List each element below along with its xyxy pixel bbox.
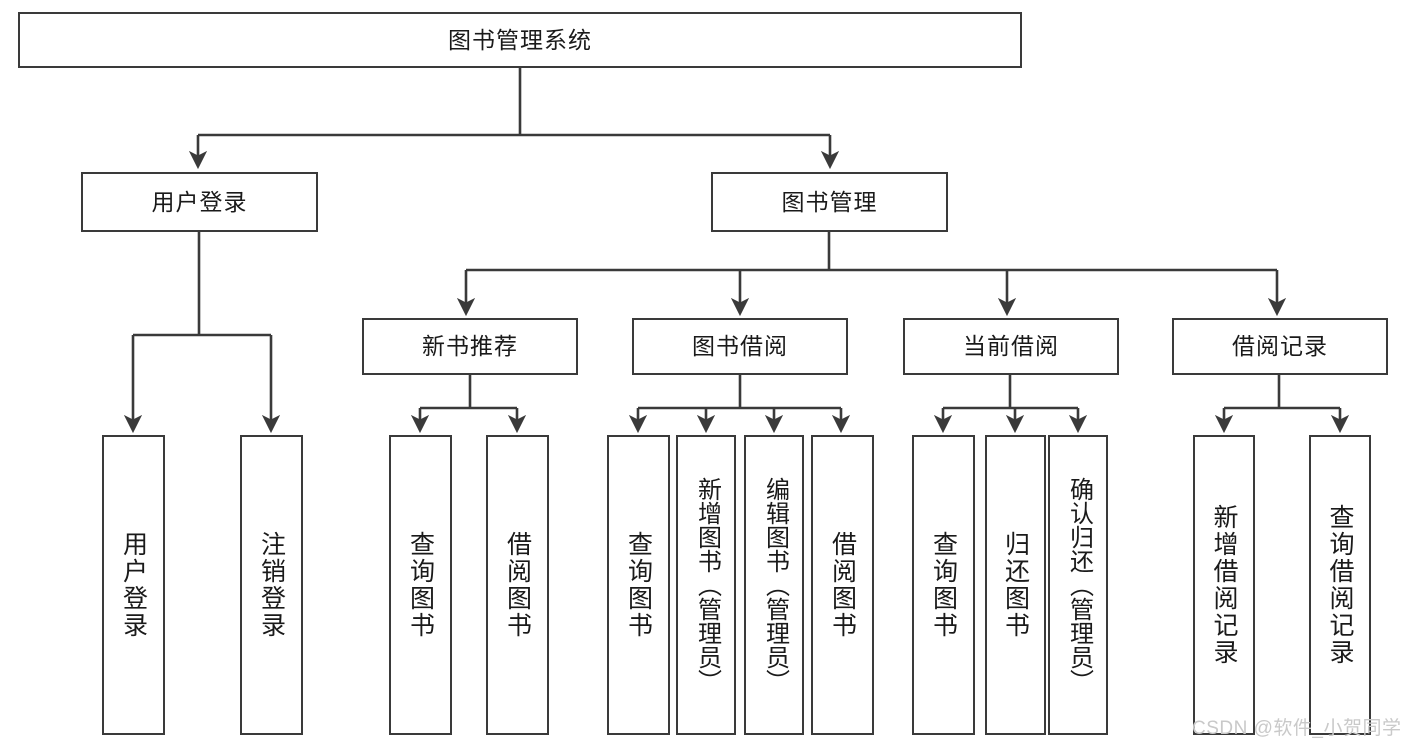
leaf-borrow-book-1[interactable]: 借阅图书 [486,435,549,735]
leaf-confirm-return-label: 确认归还（管理员） [1065,477,1093,693]
leaf-query-book-2[interactable]: 查询图书 [607,435,670,735]
node-book-borrow[interactable]: 图书借阅 [632,318,848,375]
leaf-add-record-label: 新增借阅记录 [1210,504,1238,666]
node-current-borrow-label: 当前借阅 [963,333,1059,360]
leaf-user-login[interactable]: 用户登录 [102,435,165,735]
leaf-add-book[interactable]: 新增图书（管理员） [676,435,736,735]
leaf-query-record-label: 查询借阅记录 [1326,504,1354,666]
node-current-borrow[interactable]: 当前借阅 [903,318,1119,375]
node-root-label: 图书管理系统 [448,26,592,53]
leaf-add-book-label: 新增图书（管理员） [693,477,721,693]
node-new-book-rec[interactable]: 新书推荐 [362,318,578,375]
leaf-logout-login[interactable]: 注销登录 [240,435,303,735]
leaf-query-book-1[interactable]: 查询图书 [389,435,452,735]
leaf-add-record[interactable]: 新增借阅记录 [1193,435,1255,735]
node-borrow-record-label: 借阅记录 [1232,333,1328,360]
node-book-borrow-label: 图书借阅 [692,333,788,360]
node-book-manage-label: 图书管理 [781,188,878,215]
leaf-query-book-1-label: 查询图书 [406,531,435,639]
leaf-borrow-book-1-label: 借阅图书 [503,531,532,639]
leaf-query-record[interactable]: 查询借阅记录 [1309,435,1371,735]
leaf-logout-login-label: 注销登录 [257,531,286,639]
csdn-watermark: CSDN @软件_小贺同学 [1192,718,1402,739]
leaf-query-book-3-label: 查询图书 [929,531,958,639]
leaf-query-book-3[interactable]: 查询图书 [912,435,975,735]
node-new-book-rec-label: 新书推荐 [422,333,518,360]
leaf-return-book-label: 归还图书 [1001,531,1030,639]
leaf-edit-book[interactable]: 编辑图书（管理员） [744,435,804,735]
node-book-manage[interactable]: 图书管理 [711,172,948,232]
leaf-query-book-2-label: 查询图书 [624,531,653,639]
leaf-confirm-return[interactable]: 确认归还（管理员） [1048,435,1108,735]
node-user-login[interactable]: 用户登录 [81,172,318,232]
leaf-user-login-label: 用户登录 [119,531,148,639]
node-borrow-record[interactable]: 借阅记录 [1172,318,1388,375]
leaf-borrow-book-2[interactable]: 借阅图书 [811,435,874,735]
leaf-return-book[interactable]: 归还图书 [985,435,1046,735]
node-root[interactable]: 图书管理系统 [18,12,1022,68]
leaf-edit-book-label: 编辑图书（管理员） [761,477,789,693]
leaf-borrow-book-2-label: 借阅图书 [828,531,857,639]
node-user-login-label: 用户登录 [151,188,248,215]
